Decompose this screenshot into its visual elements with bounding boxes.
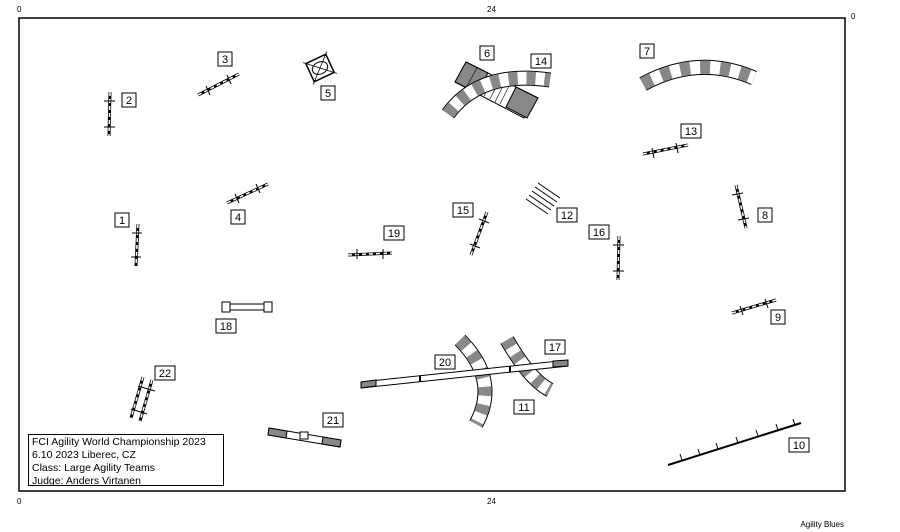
number-label-10: 10: [788, 437, 810, 453]
number-label-11: 11: [513, 399, 535, 415]
axis-label-bottom-mid: 24: [487, 497, 496, 506]
axis-label-top-left: 0: [17, 5, 22, 14]
svg-text:2: 2: [126, 95, 132, 107]
number-label-14: 14: [530, 53, 552, 69]
svg-text:13: 13: [685, 126, 697, 138]
number-label-2: 2: [121, 92, 137, 108]
event-date-location: 6.10 2023 Liberec, CZ: [32, 449, 136, 461]
seesaw-21: [267, 427, 342, 448]
svg-text:14: 14: [535, 56, 547, 68]
number-label-17: 17: [544, 339, 566, 355]
svg-text:5: 5: [325, 88, 331, 100]
number-label-21: 21: [322, 412, 344, 428]
jump-9: [731, 298, 777, 316]
tunnel-14: [441, 70, 552, 119]
event-title: FCI Agility World Championship 2023: [32, 436, 206, 448]
tunnel-11: [500, 336, 554, 397]
jump-18: [221, 301, 273, 313]
number-label-15: 15: [452, 202, 474, 218]
number-label-19: 19: [383, 225, 405, 241]
axis-label-top-mid: 24: [487, 5, 496, 14]
svg-text:17: 17: [549, 342, 561, 354]
number-label-8: 8: [757, 207, 773, 223]
dogwalk-17: [360, 359, 569, 389]
number-label-3: 3: [217, 51, 233, 67]
jump-15: [469, 211, 490, 256]
svg-text:21: 21: [327, 415, 339, 427]
svg-text:1: 1: [119, 215, 125, 227]
svg-text:15: 15: [457, 205, 469, 217]
jump-13: [642, 142, 689, 159]
long-jump-10: [667, 418, 802, 466]
jump-1: [131, 223, 142, 267]
number-label-4: 4: [230, 209, 246, 225]
number-label-5: 5: [320, 85, 336, 101]
number-label-13: 13: [680, 123, 702, 139]
number-label-9: 9: [770, 309, 786, 325]
tunnel-20: [454, 334, 493, 428]
svg-text:12: 12: [561, 210, 573, 222]
number-label-12: 12: [556, 207, 578, 223]
weave-poles-12: [525, 182, 561, 215]
axis-label-top-right: 0: [851, 12, 856, 21]
number-label-20: 20: [434, 354, 456, 370]
jump-8: [731, 184, 750, 229]
svg-text:9: 9: [775, 312, 781, 324]
tunnel-7: [639, 59, 757, 91]
svg-text:16: 16: [593, 227, 605, 239]
tire-5: [303, 51, 337, 85]
event-class: Class: Large Agility Teams: [32, 462, 155, 474]
course-info-box: FCI Agility World Championship 2023 6.10…: [28, 434, 224, 487]
svg-text:19: 19: [388, 228, 400, 240]
svg-text:11: 11: [518, 402, 529, 414]
svg-text:4: 4: [235, 212, 241, 224]
svg-text:10: 10: [793, 440, 805, 452]
number-label-1: 1: [114, 212, 130, 228]
jump-4: [226, 182, 269, 205]
jump-19: [347, 249, 393, 259]
number-label-22: 22: [154, 365, 176, 381]
axis-label-bottom-left: 0: [17, 497, 22, 506]
number-label-18: 18: [215, 318, 237, 334]
svg-text:3: 3: [222, 54, 228, 66]
number-label-6: 6: [479, 45, 495, 61]
jump-3: [197, 72, 240, 97]
svg-text:18: 18: [220, 321, 232, 333]
jump-16: [613, 235, 624, 281]
number-label-16: 16: [588, 224, 610, 240]
ring-boundary: [18, 17, 846, 492]
brand-label: Agility Blues: [800, 520, 844, 529]
jump-22: [129, 376, 156, 422]
number-label-7: 7: [639, 43, 655, 59]
svg-text:20: 20: [439, 357, 451, 369]
svg-text:6: 6: [484, 48, 490, 60]
svg-text:8: 8: [762, 210, 768, 222]
svg-text:7: 7: [644, 46, 650, 58]
jump-2: [104, 91, 115, 137]
svg-text:22: 22: [159, 368, 171, 380]
event-judge: Judge: Anders Virtanen: [32, 475, 141, 487]
